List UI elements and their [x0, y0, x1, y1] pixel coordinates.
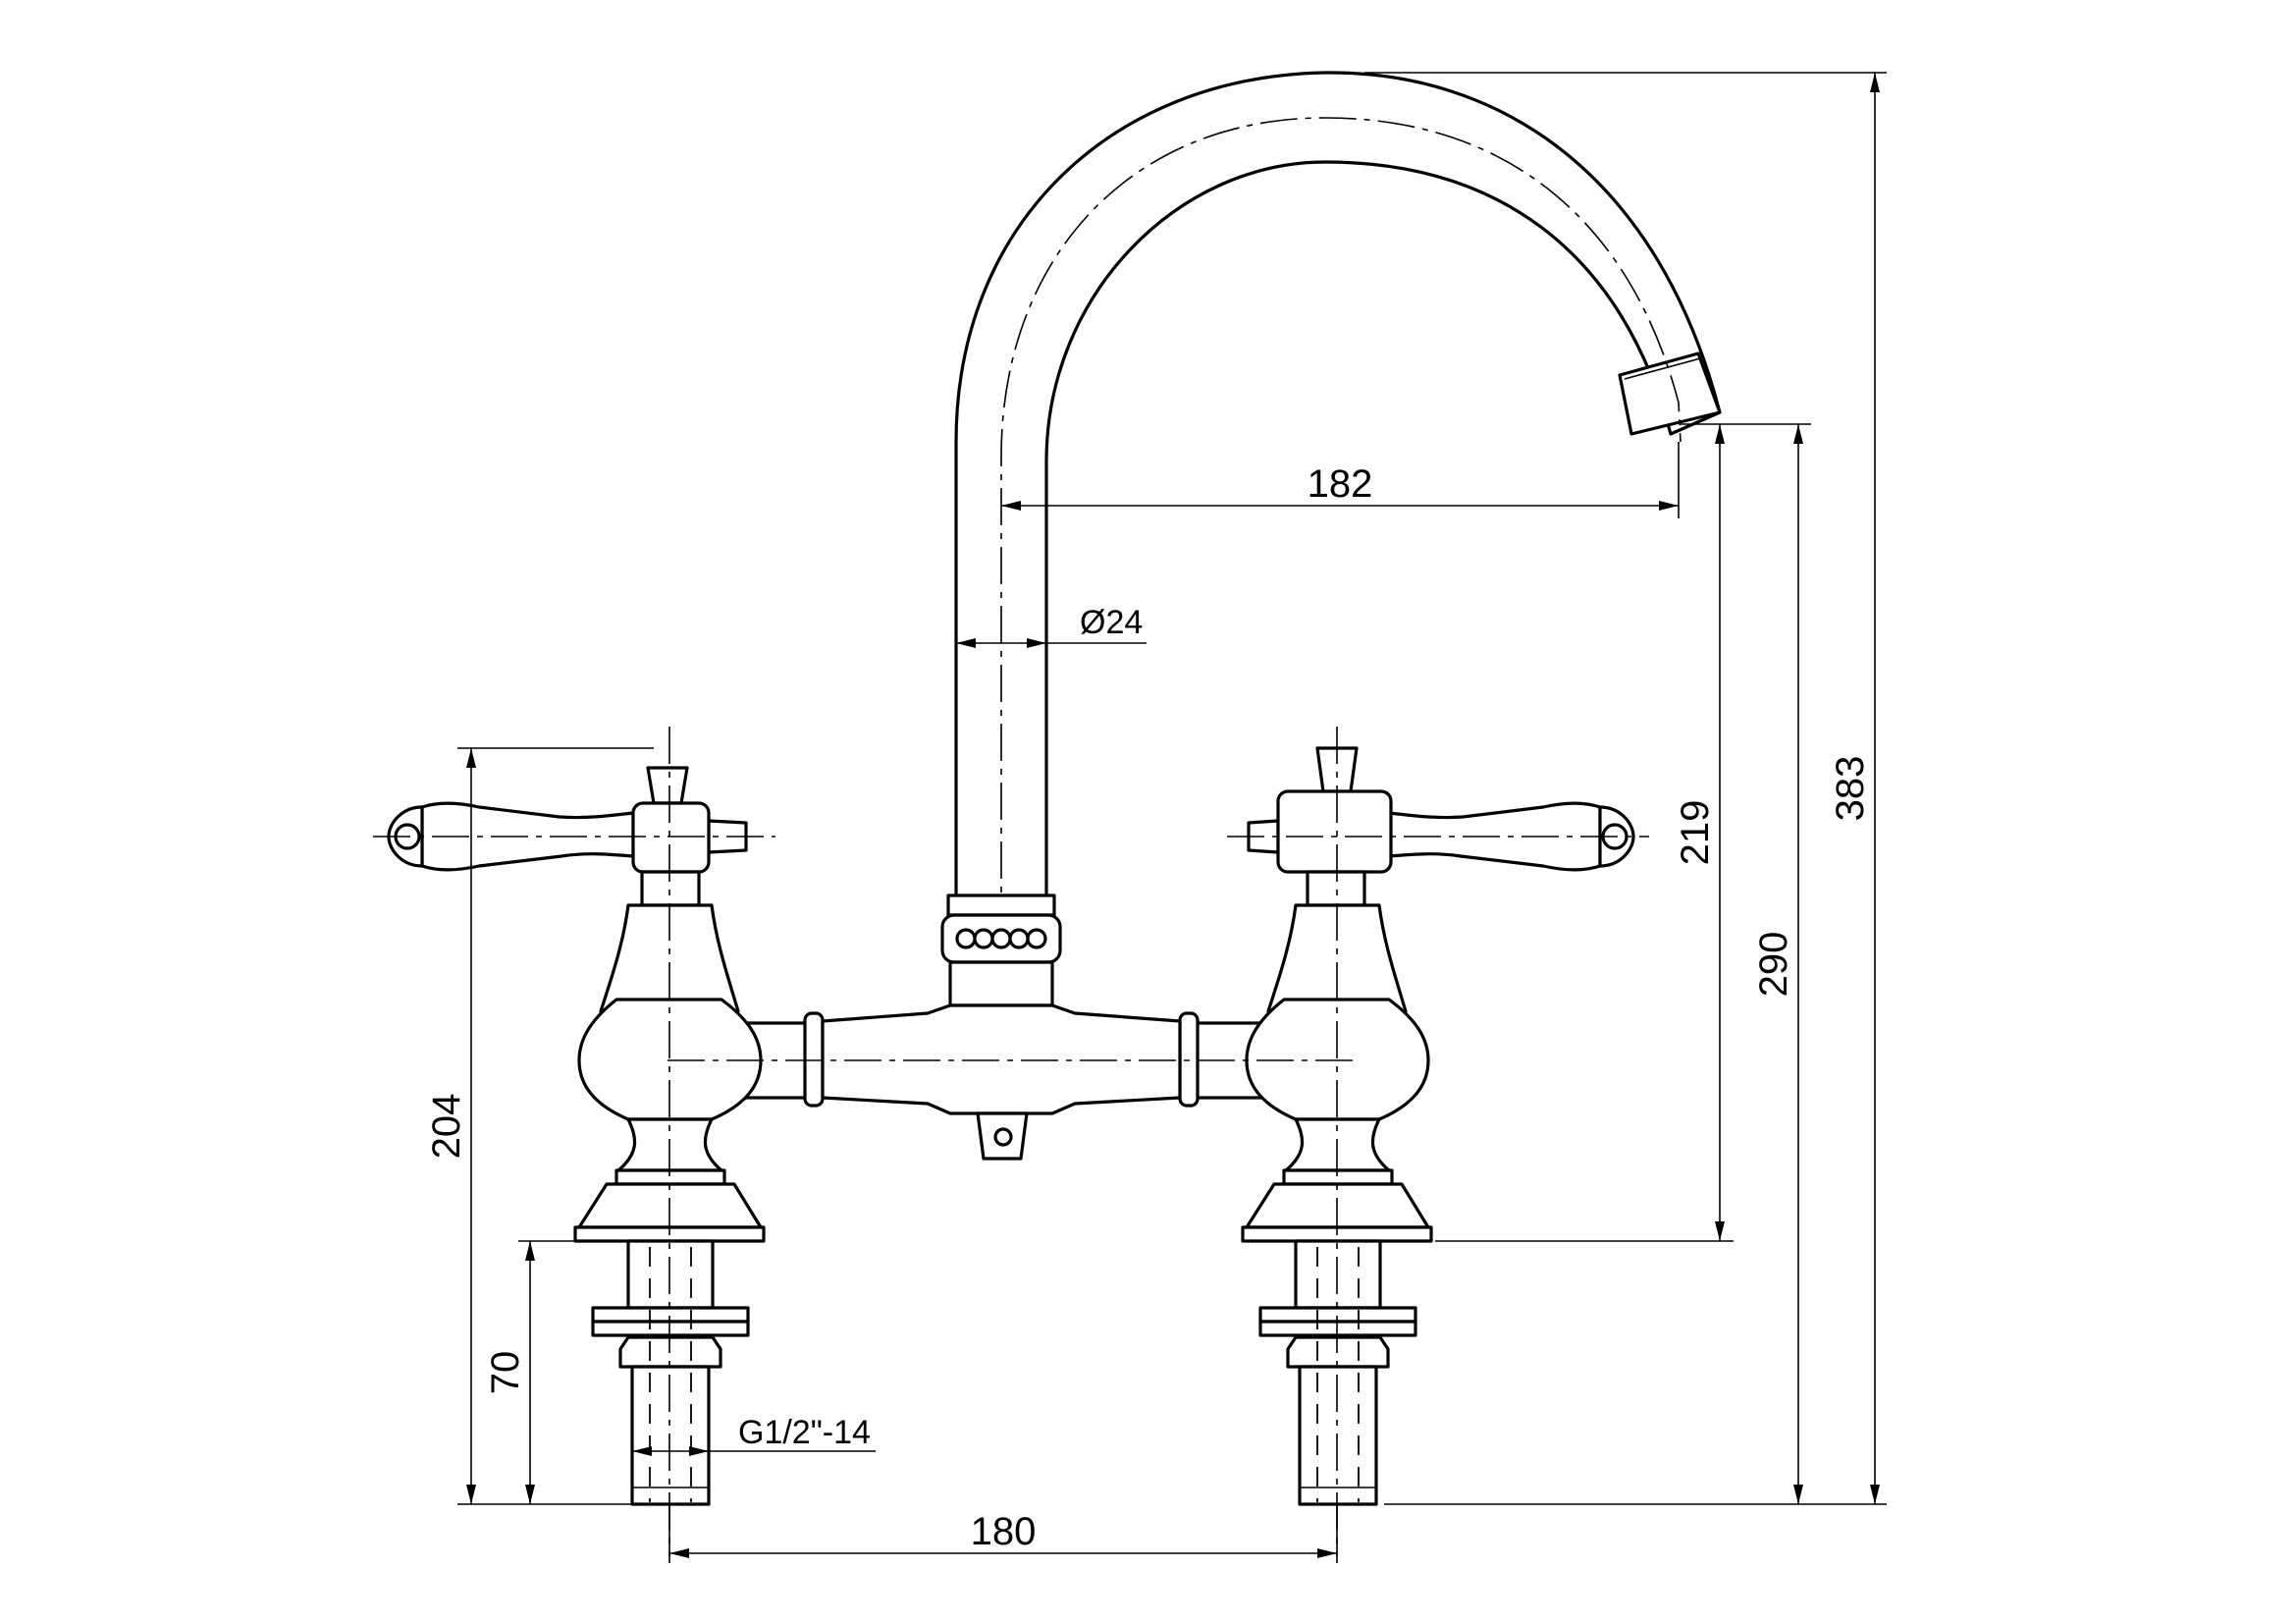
bridge-center-body — [821, 1003, 1182, 1115]
spout-centerline — [1000, 117, 1682, 1055]
right-waist-ring — [1282, 1168, 1394, 1186]
dim-label-spout-reach: 182 — [1308, 462, 1373, 506]
collar-bead — [990, 928, 1012, 949]
dim-label-outlet-height: 290 — [1752, 932, 1795, 998]
left-nut — [618, 1335, 722, 1369]
collar-bead — [955, 928, 977, 949]
dim-label-outlet-above-plate: 219 — [1674, 800, 1717, 866]
dim-thread: G1/2"-14 — [632, 1414, 876, 1456]
spout-outlet-edge — [1624, 356, 1705, 380]
collar-bead — [1008, 928, 1030, 949]
dim-handle-height: 204 — [425, 747, 654, 1505]
dim-shank-length: 70 — [484, 1240, 577, 1504]
dim-label-centers: 180 — [971, 1510, 1037, 1553]
spout — [954, 71, 1722, 1055]
right-stem — [1306, 870, 1366, 907]
bridge-ring-right — [1178, 1011, 1200, 1108]
dim-spout-reach: 182 — [1001, 442, 1680, 518]
right-cross-hub — [1276, 789, 1393, 874]
lift-rod-pin — [993, 1127, 1013, 1147]
centerlines — [373, 727, 1649, 1556]
dim-label-pipe-diameter: Ø24 — [1080, 604, 1143, 641]
left-shank — [626, 1239, 715, 1310]
dim-pipe-diameter: Ø24 — [956, 604, 1147, 648]
right-washer-bottom — [1258, 1320, 1417, 1337]
dim-outlet-height: 290 — [1681, 423, 1811, 1504]
right-shank — [1294, 1239, 1382, 1310]
spout-collar — [940, 893, 1062, 1007]
dimensions: 182 Ø24 383 290 219 — [425, 72, 1887, 1563]
bridge-ring-left — [803, 1011, 825, 1108]
dim-overall-height: 383 — [1364, 72, 1887, 1505]
collar-bead — [973, 928, 994, 949]
bridge-body — [724, 1003, 1278, 1161]
dim-outlet-above-plate: 219 — [1435, 424, 1734, 1242]
left-washer-bottom — [591, 1320, 750, 1337]
left-cross-hub — [631, 801, 711, 874]
collar-ring-top — [946, 893, 1056, 917]
dim-label-overall-height: 383 — [1829, 756, 1872, 822]
dim-label-handle-height: 204 — [425, 1094, 468, 1160]
dim-label-shank-length: 70 — [484, 1351, 527, 1395]
right-nut — [1286, 1335, 1390, 1369]
dim-label-thread: G1/2"-14 — [738, 1414, 871, 1451]
right-tail-pipe — [1298, 1365, 1378, 1506]
left-cross-top — [646, 766, 689, 805]
left-waist-ring — [614, 1168, 726, 1186]
right-valve — [1241, 746, 1635, 1506]
collar-neck — [948, 960, 1054, 1007]
dim-centers: 180 — [668, 1504, 1338, 1563]
left-tail-pipe — [630, 1365, 711, 1506]
right-washer-top — [1258, 1306, 1417, 1324]
right-body-upper — [1266, 903, 1408, 1013]
left-washer-top — [591, 1306, 750, 1324]
left-stem — [640, 870, 701, 907]
left-body-upper — [599, 903, 740, 1013]
collar-bead — [1026, 928, 1047, 949]
